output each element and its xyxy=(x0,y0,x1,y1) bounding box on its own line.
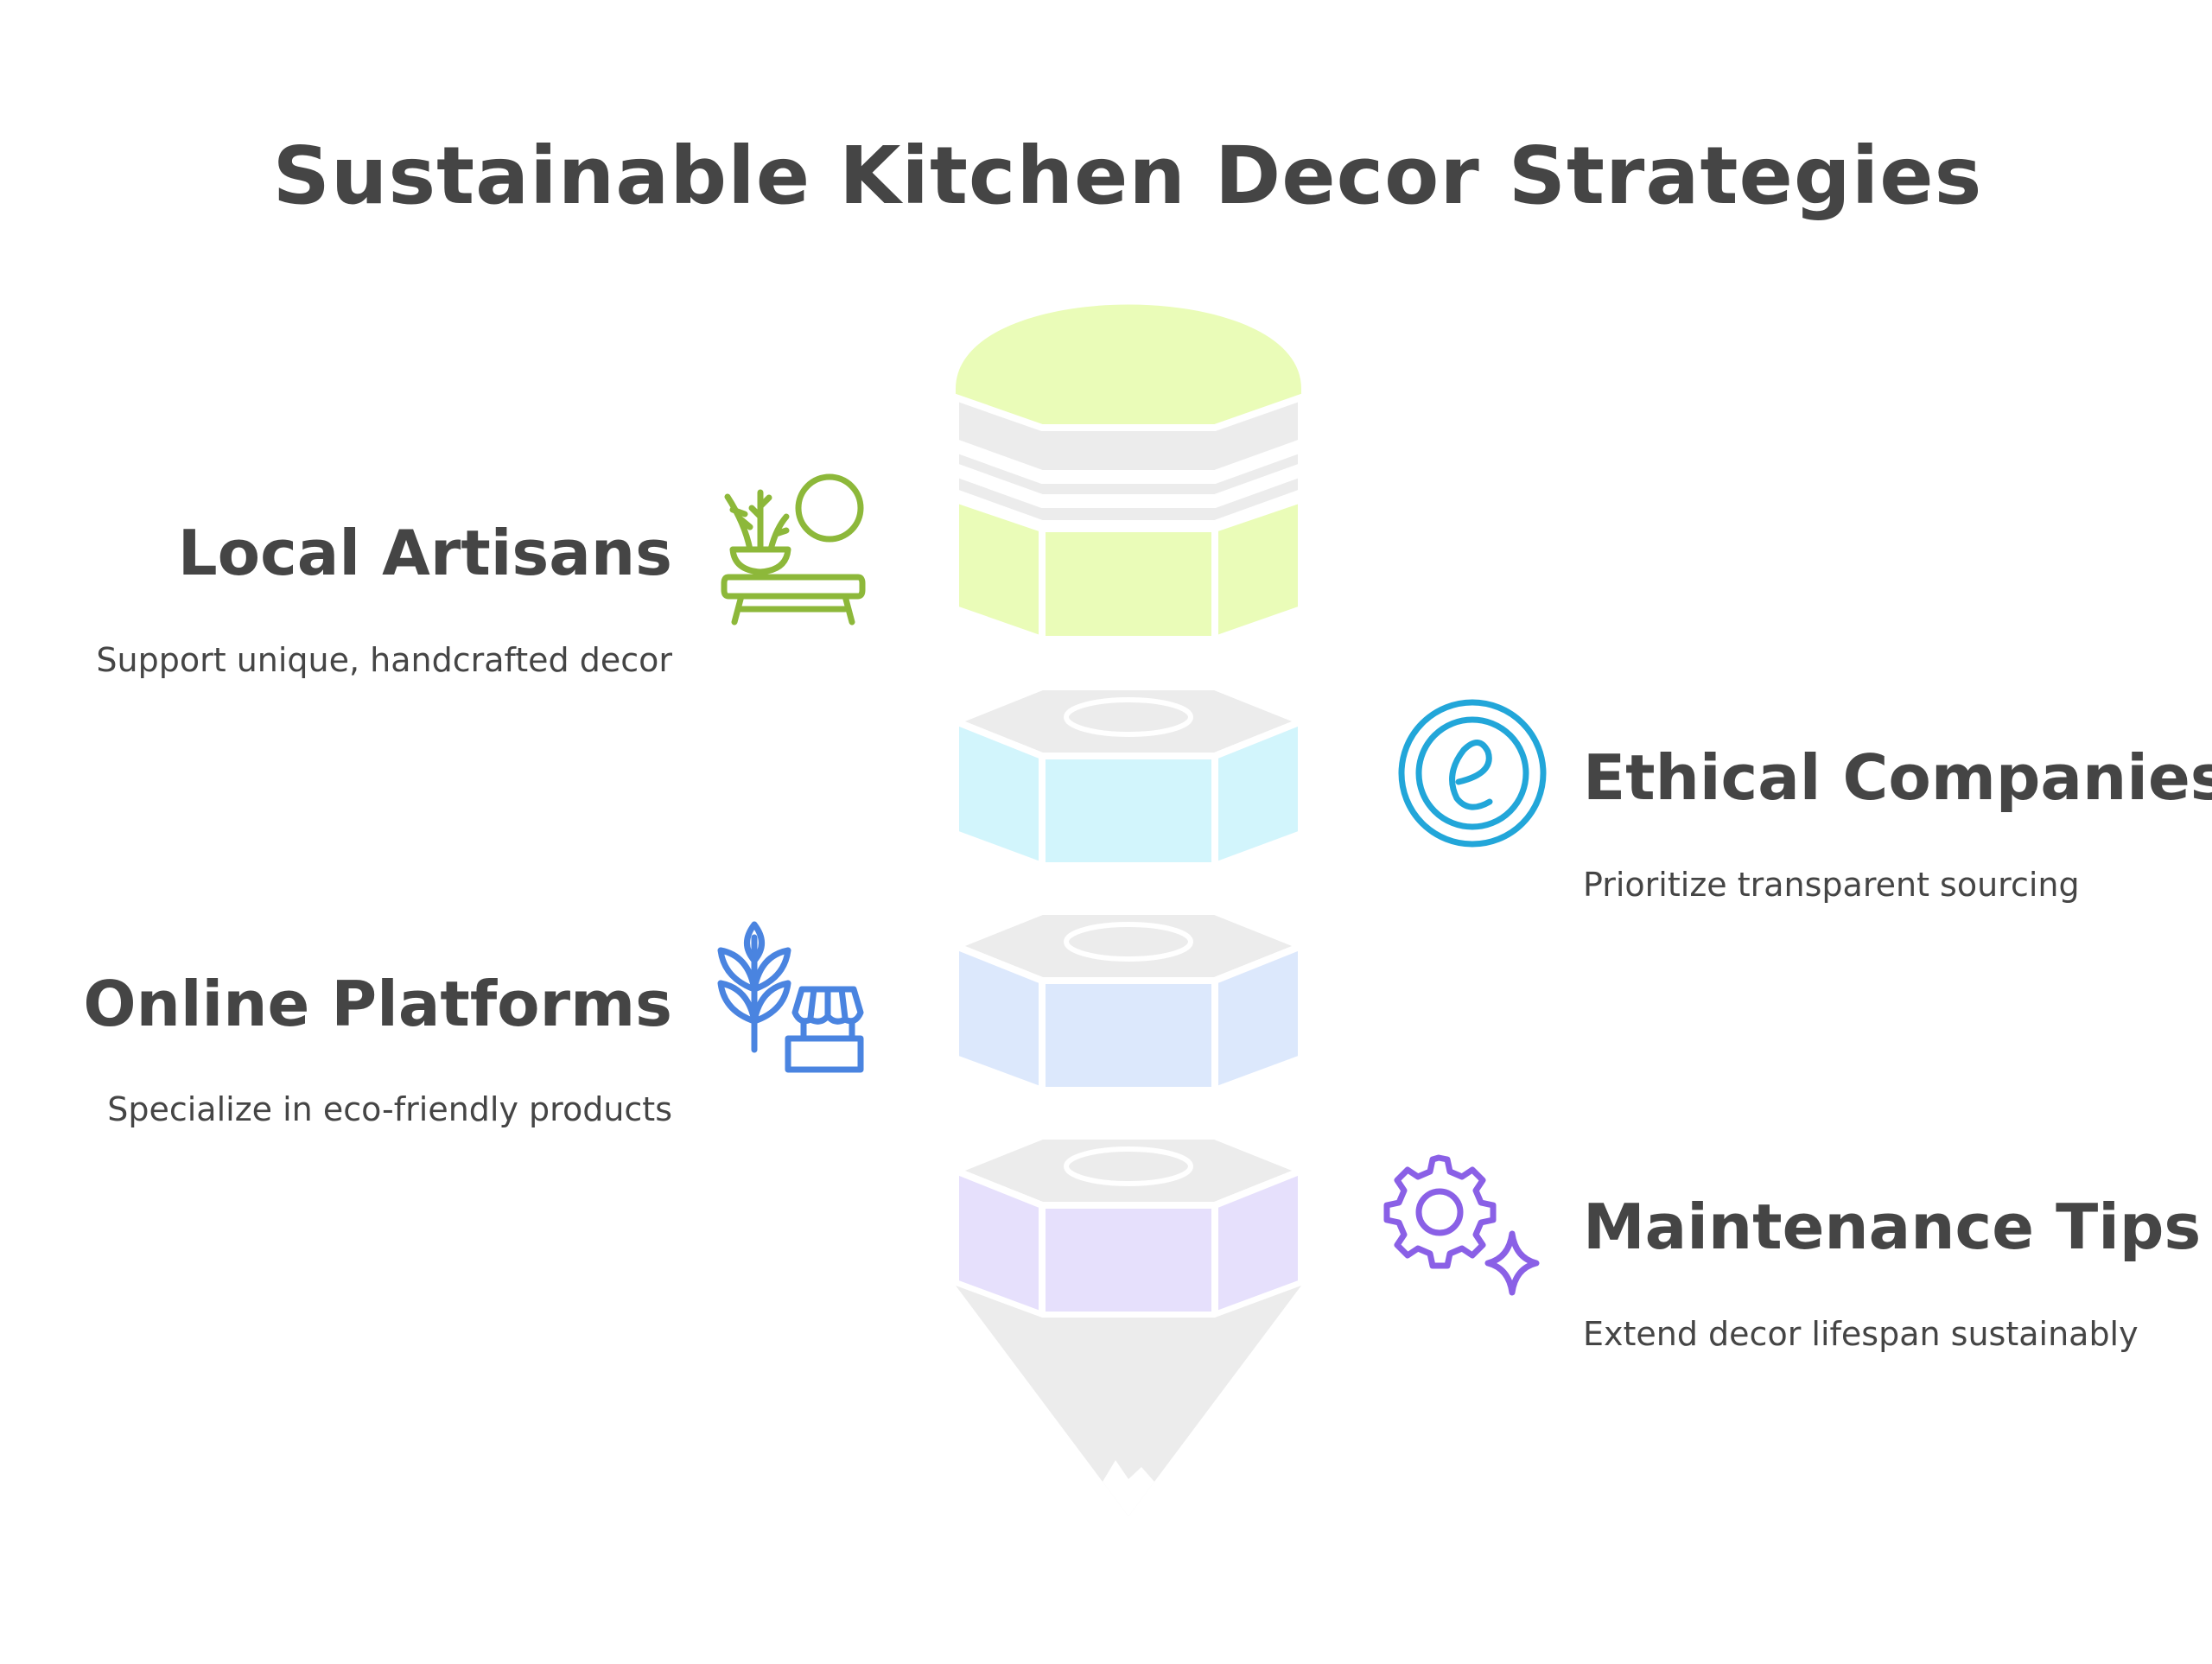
pencil-ferrule xyxy=(952,392,1305,527)
pencil-segment-maintenance-tips xyxy=(946,1133,1311,1320)
desc-ethical-companies: Prioritize transparent sourcing xyxy=(1583,866,2080,904)
desc-online-platforms: Specialize in eco-friendly products xyxy=(107,1090,672,1128)
wheat-shop-icon xyxy=(717,921,864,1073)
heading-online-platforms: Online Platforms xyxy=(83,968,672,1040)
pencil-eraser xyxy=(956,304,1301,428)
desc-local-artisans: Support unique, handcrafted decor xyxy=(96,641,672,679)
page-title: Sustainable Kitchen Decor Strategies xyxy=(272,130,1983,222)
gear-sparkle-icon xyxy=(1383,1154,1540,1296)
pencil-segment-local-artisans xyxy=(952,494,1305,645)
pencil-tip xyxy=(956,1286,1301,1516)
pencil-segment-ethical-companies xyxy=(946,683,1311,871)
pencil-segment-online-platforms xyxy=(946,908,1311,1096)
desc-maintenance-tips: Extend decor lifespan sustainably xyxy=(1583,1315,2139,1353)
plant-bench-icon xyxy=(721,473,866,626)
heading-ethical-companies: Ethical Companies xyxy=(1583,741,2212,814)
ethical-e-icon xyxy=(1398,699,1547,848)
heading-maintenance-tips: Maintenance Tips xyxy=(1583,1191,2202,1263)
heading-local-artisans: Local Artisans xyxy=(177,517,672,589)
